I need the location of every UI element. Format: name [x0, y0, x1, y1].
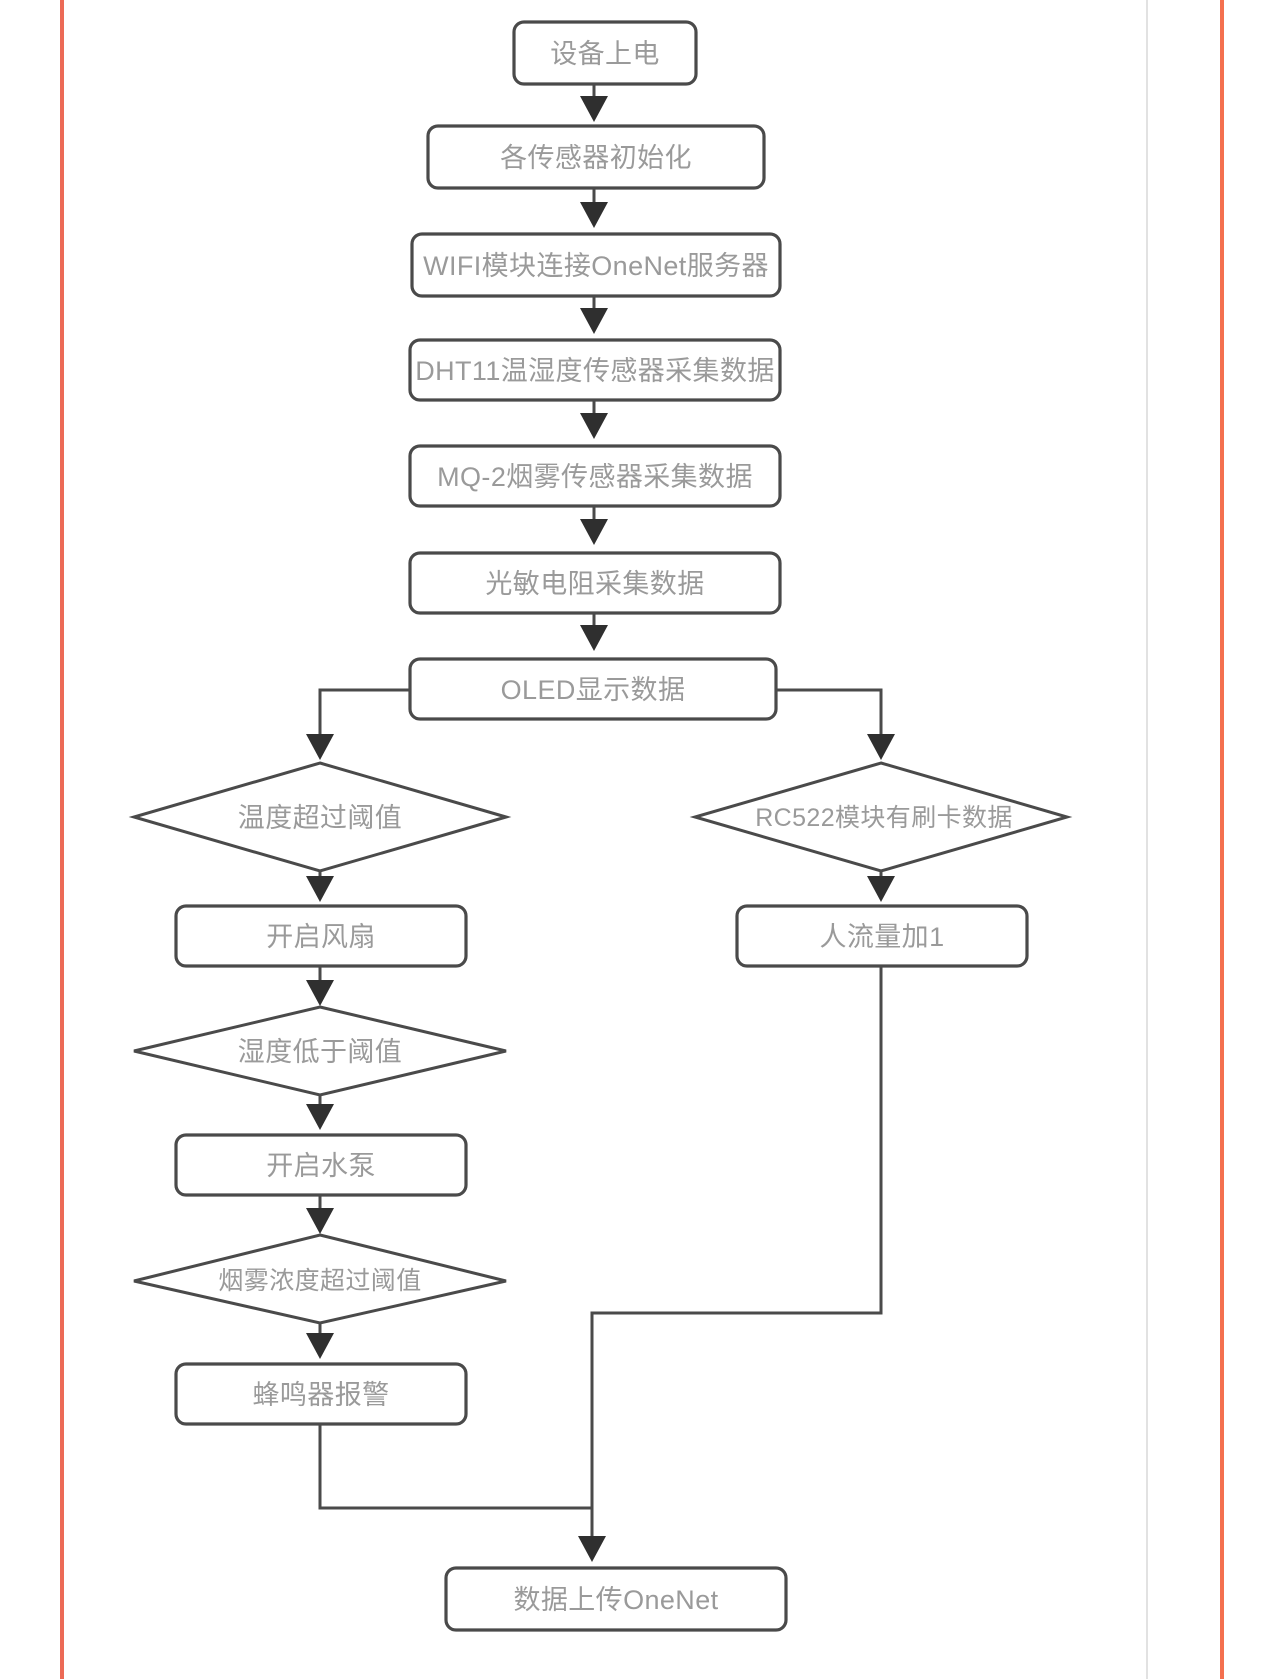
- node-label: MQ-2烟雾传感器采集数据: [437, 462, 753, 492]
- node-label: 光敏电阻采集数据: [485, 569, 704, 599]
- node-label: 开启风扇: [266, 922, 376, 952]
- node-upload-data-onenet[interactable]: 数据上传OneNet: [444, 1566, 788, 1632]
- arrowhead-icon: [580, 96, 608, 122]
- node-label: 人流量加1: [819, 922, 944, 952]
- edge-n10-n12: [318, 1424, 592, 1510]
- node-box[interactable]: [408, 657, 778, 721]
- arrowhead-icon: [867, 876, 895, 902]
- node-label: 温度超过阈值: [238, 803, 402, 833]
- right-margin-rule: [1220, 0, 1224, 1679]
- arrowhead-icon: [578, 1536, 606, 1562]
- node-label: 开启水泵: [266, 1151, 376, 1181]
- edge-n7-d1: [318, 688, 410, 753]
- node-label: 烟雾浓度超过阈值: [218, 1267, 421, 1295]
- node-box[interactable]: [174, 1133, 468, 1197]
- node-photoresistor-collect[interactable]: 光敏电阻采集数据: [408, 551, 782, 615]
- node-box[interactable]: [444, 1566, 788, 1632]
- node-box[interactable]: [174, 904, 468, 968]
- edge-n7-d4: [775, 688, 883, 753]
- node-turn-on-fan[interactable]: 开启风扇: [174, 904, 468, 968]
- node-box[interactable]: [408, 551, 782, 615]
- decision-smoke-over-threshold[interactable]: 烟雾浓度超过阈值: [133, 1233, 507, 1325]
- node-buzzer-alarm[interactable]: 蜂鸣器报警: [174, 1362, 468, 1426]
- arrowhead-icon: [580, 519, 608, 545]
- node-wifi-connect-onenet[interactable]: WIFI模块连接OneNet服务器: [410, 232, 782, 298]
- node-box[interactable]: [512, 20, 698, 86]
- arrowhead-icon: [580, 625, 608, 651]
- arrowhead-icon: [306, 980, 334, 1006]
- node-people-count-plus-one[interactable]: 人流量加1: [735, 904, 1029, 968]
- arrowhead-icon: [306, 876, 334, 902]
- node-device-power-on[interactable]: 设备上电: [512, 20, 698, 86]
- node-label: 湿度低于阈值: [238, 1037, 402, 1067]
- node-sensor-init[interactable]: 各传感器初始化: [426, 124, 766, 190]
- arrowhead-icon: [306, 1104, 334, 1130]
- node-mq2-collect[interactable]: MQ-2烟雾传感器采集数据: [408, 444, 782, 508]
- arrowhead-icon: [306, 1208, 334, 1234]
- decision-diamond[interactable]: [133, 1005, 507, 1097]
- edge-n11-n12: [590, 966, 883, 1556]
- decision-diamond[interactable]: [128, 761, 512, 873]
- node-box[interactable]: [410, 232, 782, 298]
- node-turn-on-pump[interactable]: 开启水泵: [174, 1133, 468, 1197]
- arrowhead-icon: [580, 308, 608, 334]
- arrowhead-icon: [580, 202, 608, 228]
- node-box[interactable]: [426, 124, 766, 190]
- node-label: WIFI模块连接OneNet服务器: [423, 251, 769, 281]
- arrowhead-icon: [306, 1333, 334, 1359]
- node-label: 设备上电: [550, 39, 660, 69]
- faint-inner-rule: [1146, 0, 1148, 1679]
- node-label: DHT11温湿度传感器采集数据: [415, 356, 775, 386]
- node-box[interactable]: [735, 904, 1029, 968]
- node-box[interactable]: [408, 444, 782, 508]
- left-margin-rule: [60, 0, 64, 1679]
- arrowhead-icon: [580, 413, 608, 439]
- decision-humidity-below-threshold[interactable]: 湿度低于阈值: [133, 1005, 507, 1097]
- node-dht11-collect[interactable]: DHT11温湿度传感器采集数据: [408, 338, 782, 402]
- arrowhead-icon: [867, 734, 895, 760]
- node-label: RC522模块有刷卡数据: [755, 804, 1013, 832]
- node-box[interactable]: [174, 1362, 468, 1426]
- node-label: 数据上传OneNet: [513, 1585, 718, 1615]
- arrowheads: [306, 96, 895, 1562]
- node-label: 各传感器初始化: [500, 143, 692, 173]
- arrowhead-icon: [306, 734, 334, 760]
- decision-rc522-card-data[interactable]: RC522模块有刷卡数据: [689, 761, 1073, 873]
- decision-diamond[interactable]: [133, 1233, 507, 1325]
- node-label: OLED显示数据: [501, 675, 686, 705]
- node-oled-display[interactable]: OLED显示数据: [408, 657, 778, 721]
- node-box[interactable]: [408, 338, 782, 402]
- node-label: 蜂鸣器报警: [253, 1380, 390, 1410]
- decision-diamond[interactable]: [689, 761, 1073, 873]
- decision-temperature-over-threshold[interactable]: 温度超过阈值: [128, 761, 512, 873]
